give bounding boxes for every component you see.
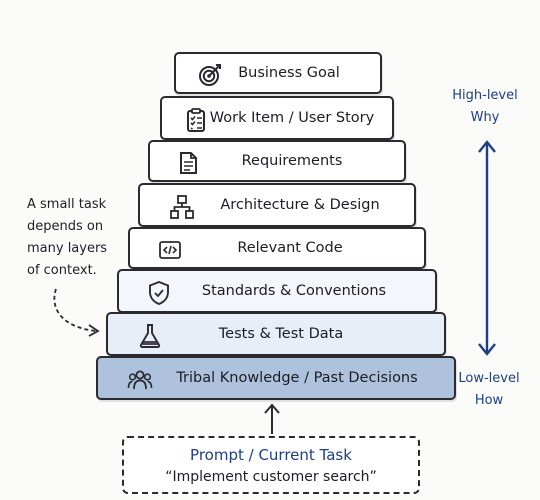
note-line: depends on <box>27 219 104 234</box>
flask-icon <box>136 322 164 350</box>
layer-label: Work Item / User Story <box>209 110 375 126</box>
document-icon <box>174 149 202 177</box>
low-level-label: Low-level How <box>444 368 534 412</box>
low-level-text: Low-level <box>458 371 520 386</box>
layer-label: Tests & Test Data <box>218 326 344 342</box>
high-level-text: High-level <box>452 88 518 103</box>
note-line: of context. <box>27 263 97 278</box>
why-text: Why <box>470 110 500 125</box>
layer-standards: Standards & Conventions <box>117 269 437 313</box>
how-text: How <box>474 393 504 408</box>
double-arrow <box>478 140 496 356</box>
code-icon <box>156 236 184 264</box>
layer-business-goal: Business Goal <box>174 52 382 94</box>
layer-architecture: Architecture & Design <box>138 183 416 227</box>
prompt-box: Prompt / Current Task “Implement custome… <box>122 436 420 494</box>
layer-tribal-knowledge: Tribal Knowledge / Past Decisions <box>96 356 456 400</box>
target-icon <box>196 61 224 89</box>
layer-label: Tribal Knowledge / Past Decisions <box>176 370 418 386</box>
prompt-title: Prompt / Current Task <box>190 446 352 464</box>
layer-relevant-code: Relevant Code <box>128 227 426 269</box>
note-line: A small task <box>27 197 107 212</box>
curved-arrow <box>53 288 100 337</box>
high-level-label: High-level Why <box>440 85 530 129</box>
context-note: A small task depends on many layers of c… <box>27 194 107 282</box>
hierarchy-icon <box>168 193 196 221</box>
layer-requirements: Requirements <box>148 140 406 182</box>
layer-tests: Tests & Test Data <box>106 312 446 356</box>
layer-label: Standards & Conventions <box>201 283 387 299</box>
layer-label: Requirements <box>241 153 343 169</box>
shield-check-icon <box>145 279 173 307</box>
layer-label: Business Goal <box>238 65 340 81</box>
clipboard-icon <box>182 106 210 134</box>
people-icon <box>126 366 154 394</box>
note-line: many layers <box>27 241 108 256</box>
layer-label: Relevant Code <box>237 240 343 256</box>
prompt-subtitle: “Implement customer search” <box>165 469 377 485</box>
layer-label: Architecture & Design <box>220 197 380 213</box>
up-arrow <box>264 403 280 434</box>
layer-work-item: Work Item / User Story <box>160 96 394 140</box>
